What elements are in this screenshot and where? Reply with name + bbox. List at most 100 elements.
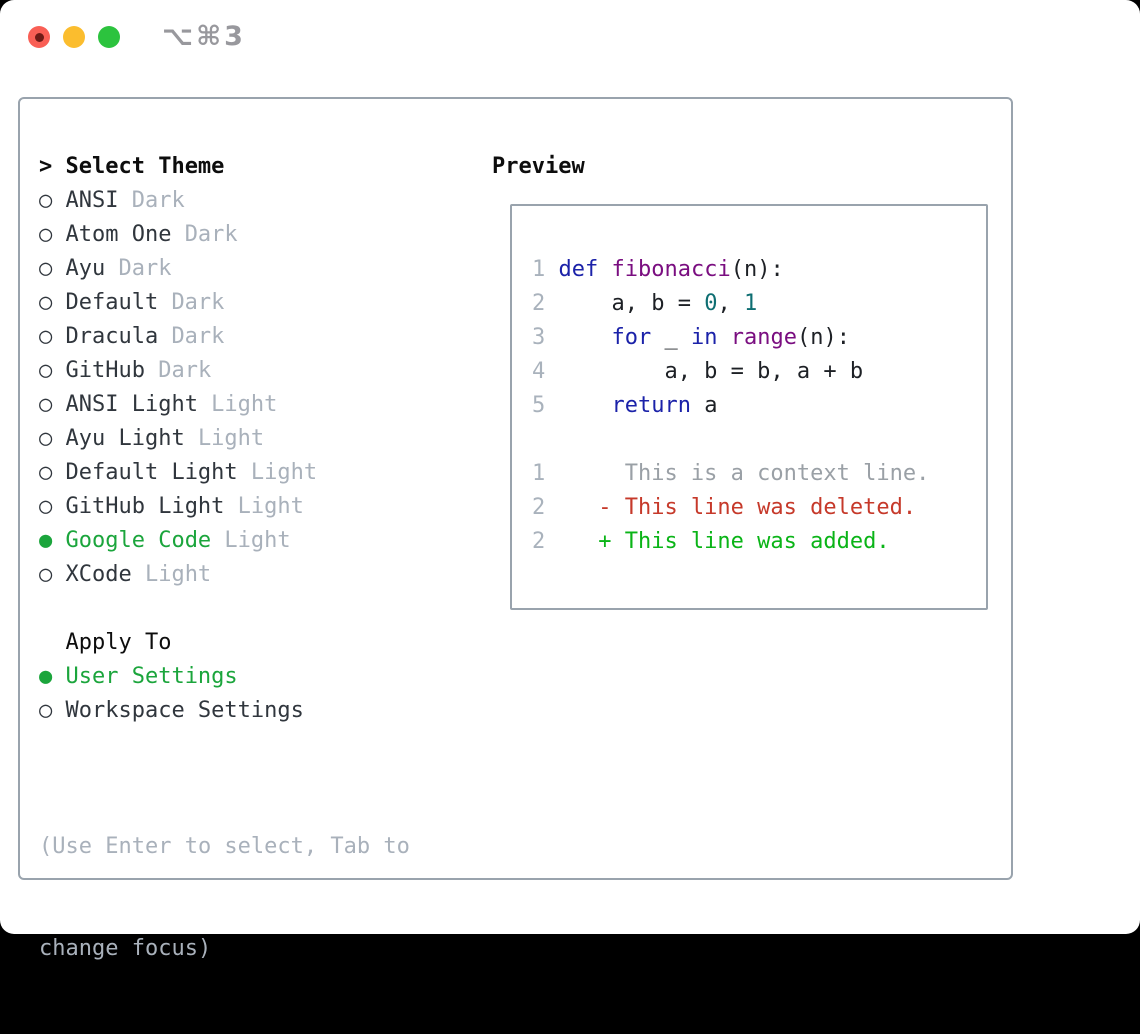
- theme-option-github-light[interactable]: ○ GitHub Light Light: [39, 490, 479, 524]
- radio-icon: ○: [39, 460, 53, 485]
- traffic-lights: [28, 26, 120, 48]
- theme-option-github[interactable]: ○ GitHub Dark: [39, 354, 479, 388]
- diff-line-deleted: 2 - This line was deleted.: [532, 491, 986, 525]
- radio-icon: ○: [39, 494, 53, 519]
- close-button[interactable]: [28, 26, 50, 48]
- apply-option-workspace-settings[interactable]: ○ Workspace Settings: [39, 694, 479, 728]
- theme-option-default-light[interactable]: ○ Default Light Light: [39, 456, 479, 490]
- code-line: 2 a, b = 0, 1: [532, 287, 986, 321]
- theme-name: Ayu: [65, 256, 106, 281]
- radio-icon: ○: [39, 188, 53, 213]
- indent: [39, 626, 65, 660]
- select-theme-label: Select Theme: [65, 154, 225, 179]
- preview-header: Preview: [492, 154, 585, 179]
- theme-option-xcode[interactable]: ○ XCode Light: [39, 558, 479, 592]
- theme-name: ANSI: [65, 188, 119, 213]
- zoom-button[interactable]: [98, 26, 120, 48]
- theme-variant: Light: [237, 494, 304, 519]
- theme-name: ANSI Light: [65, 392, 198, 417]
- code-token: 1: [743, 291, 758, 316]
- hint-line-2: change focus): [39, 936, 212, 961]
- apply-to-options-list: ● User Settings ○ Workspace Settings: [39, 660, 479, 728]
- theme-name: XCode: [65, 562, 132, 587]
- line-number: 1: [532, 461, 546, 486]
- code-token: [558, 389, 611, 423]
- code-token: _: [651, 325, 691, 350]
- theme-variant: Light: [144, 562, 212, 587]
- line-number: 4: [532, 359, 546, 384]
- theme-name: Default Light: [65, 460, 238, 485]
- radio-icon: ○: [39, 562, 53, 587]
- spacer: [39, 592, 479, 626]
- code-line: 4 a, b = b, a + b: [532, 355, 986, 389]
- diff-text: - This line was deleted.: [558, 495, 917, 520]
- radio-icon: ○: [39, 222, 53, 247]
- diff-text: + This line was added.: [558, 529, 890, 554]
- minimize-button[interactable]: [63, 26, 85, 48]
- radio-icon: ○: [39, 290, 53, 315]
- theme-option-ayu-light[interactable]: ○ Ayu Light Light: [39, 422, 479, 456]
- theme-variant: Light: [197, 426, 265, 451]
- theme-variant: Light: [250, 460, 318, 485]
- code-token: a, b =: [558, 291, 705, 316]
- theme-variant: Light: [211, 392, 278, 417]
- theme-variant: Dark: [131, 188, 185, 213]
- code-token: fibonacci: [611, 257, 731, 282]
- line-number: 1: [532, 257, 546, 282]
- theme-name: Dracula: [65, 324, 159, 349]
- radio-icon: ○: [39, 426, 53, 451]
- window-title: ⌥⌘3: [162, 21, 246, 52]
- diff-text: This is a context line.: [558, 461, 930, 486]
- line-number: 2: [532, 495, 546, 520]
- radio-icon: ○: [39, 358, 53, 383]
- radio-selected-icon: ●: [39, 528, 53, 553]
- line-number: 2: [532, 291, 546, 316]
- code-token: for: [611, 325, 652, 350]
- radio-icon: ○: [39, 698, 53, 723]
- radio-icon: ○: [39, 324, 53, 349]
- code-token: ,: [717, 291, 744, 316]
- line-number: 5: [532, 393, 546, 418]
- hint-line-1: (Use Enter to select, Tab to: [39, 834, 410, 859]
- code-token: 0: [704, 291, 718, 316]
- spacer: [532, 423, 986, 457]
- diff-line-context: 1 This is a context line.: [532, 457, 986, 491]
- diff-line-added: 2 + This line was added.: [532, 525, 986, 559]
- radio-selected-icon: ●: [39, 664, 53, 689]
- apply-option-name: Workspace Settings: [65, 698, 304, 723]
- theme-option-ansi[interactable]: ○ ANSI Dark: [39, 184, 479, 218]
- theme-name: GitHub Light: [65, 494, 225, 519]
- code-token: [598, 253, 611, 287]
- theme-variant: Dark: [184, 222, 238, 247]
- apply-option-name: User Settings: [65, 664, 238, 689]
- theme-name: Atom One: [65, 222, 172, 247]
- theme-name: Ayu Light: [65, 426, 185, 451]
- theme-variant: Dark: [158, 358, 212, 383]
- theme-name: GitHub: [65, 358, 145, 383]
- apply-option-user-settings[interactable]: ● User Settings: [39, 660, 479, 694]
- radio-icon: ○: [39, 392, 53, 417]
- theme-variant: Dark: [171, 290, 225, 315]
- apply-to-label: Apply To: [65, 630, 172, 655]
- code-token: def: [558, 257, 599, 282]
- code-token: (n):: [796, 325, 850, 350]
- theme-variant: Dark: [118, 256, 172, 281]
- code-token: [717, 321, 730, 355]
- code-token: a: [690, 393, 718, 418]
- code-token: a, b = b, a + b: [558, 359, 864, 384]
- code-line: 5 return a: [532, 389, 986, 423]
- code-line: 3 for _ in range(n):: [532, 321, 986, 355]
- theme-option-atom-one[interactable]: ○ Atom One Dark: [39, 218, 479, 252]
- code-token: return: [611, 393, 691, 418]
- hint-text: (Use Enter to select, Tab to change focu…: [39, 762, 479, 1034]
- theme-option-ansi-light[interactable]: ○ ANSI Light Light: [39, 388, 479, 422]
